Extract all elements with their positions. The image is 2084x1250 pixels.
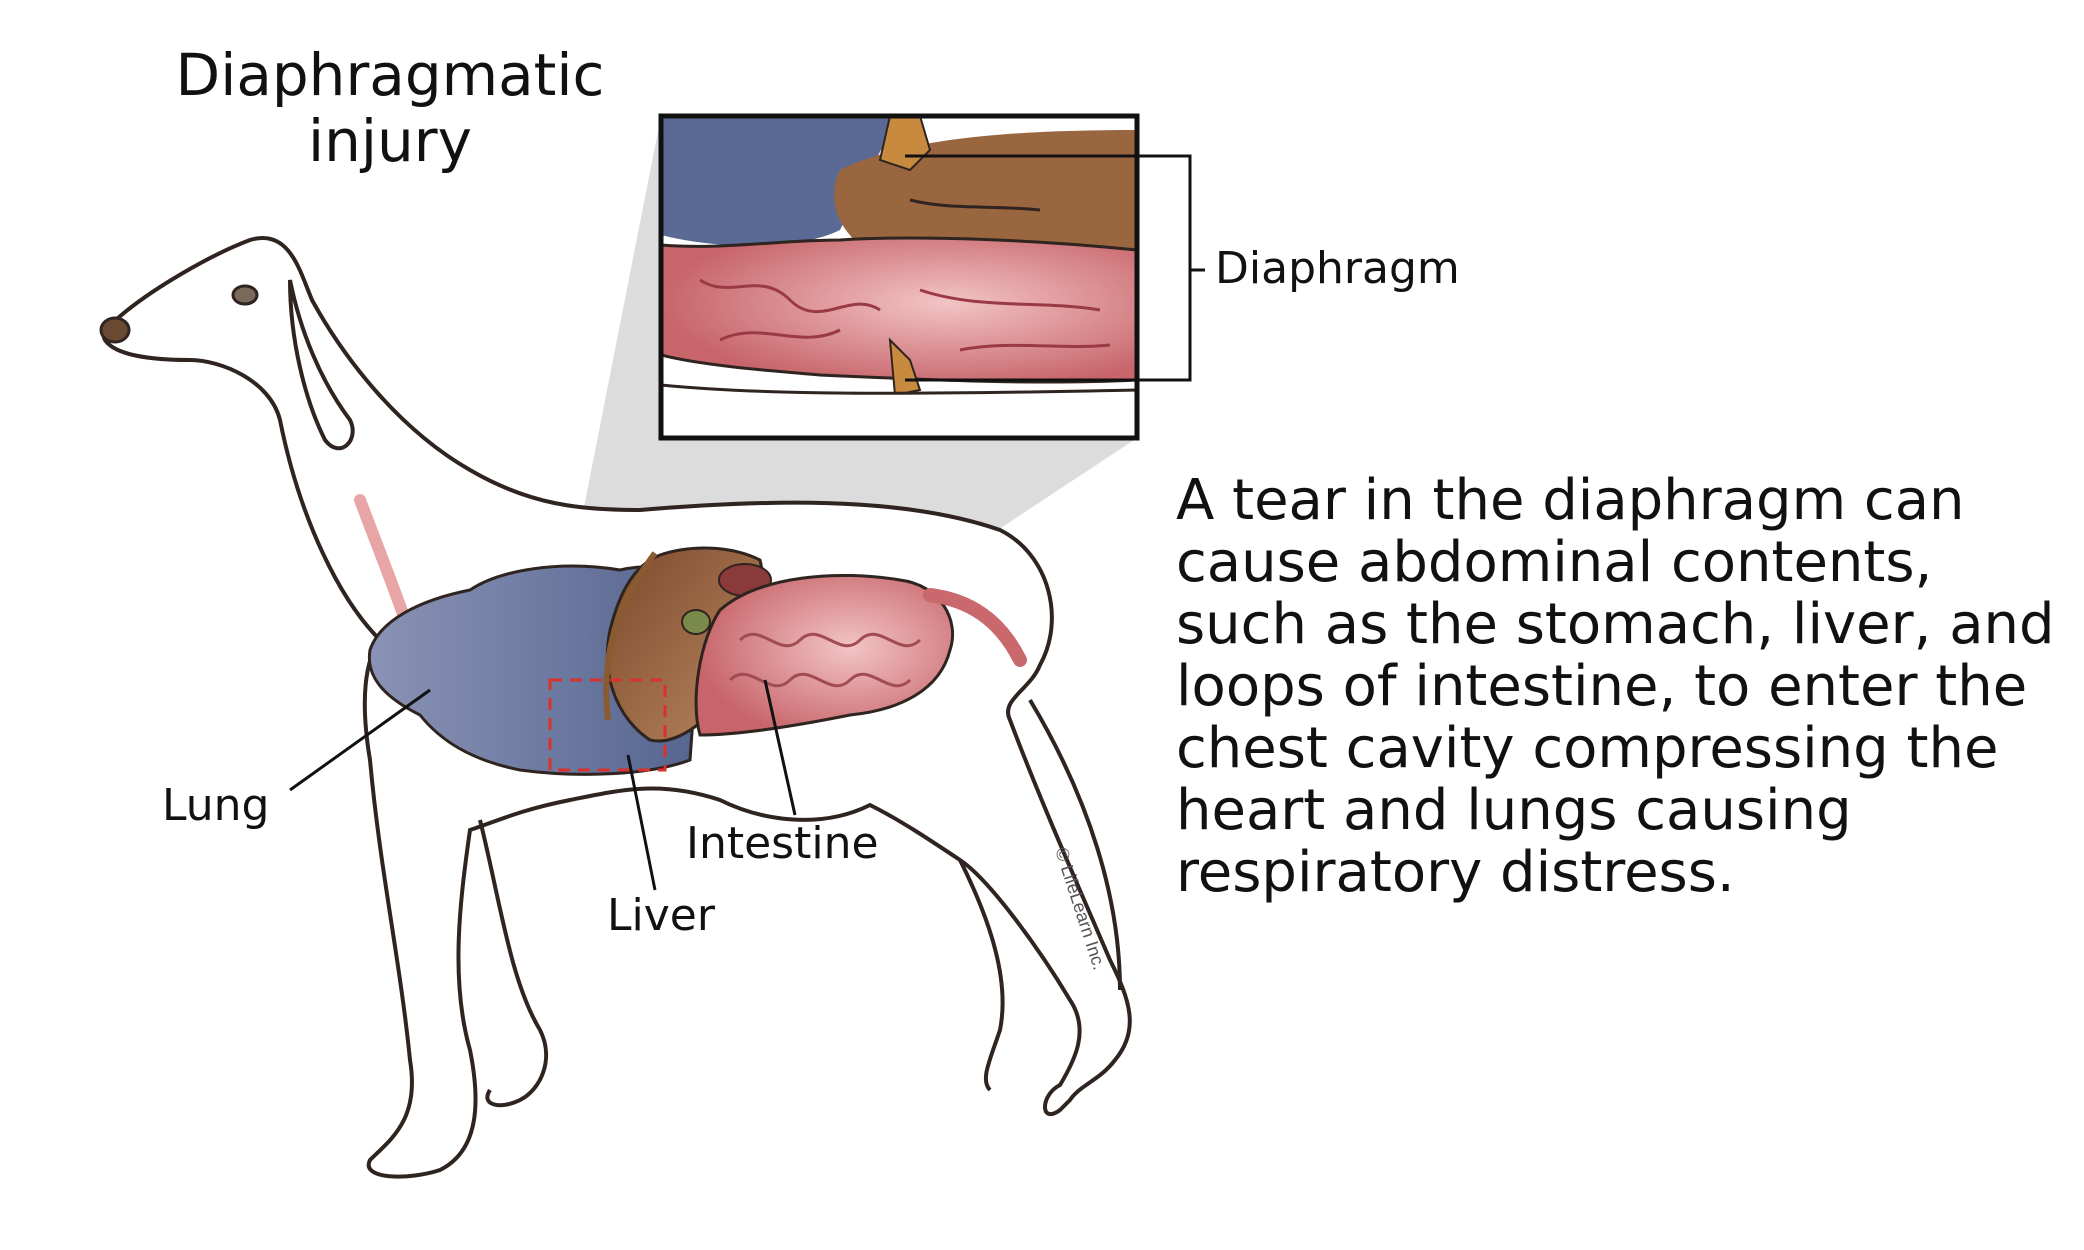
description-line: loops of intestine, to enter the [1176, 654, 2028, 719]
inset-liver-detail [909, 198, 1041, 212]
liver-label: Liver [607, 890, 715, 941]
dog-nose [99, 316, 131, 344]
diagram-title: Diaphragmatic injury [150, 42, 630, 174]
diaphragm-bracket [905, 154, 1205, 382]
liver-leader [626, 754, 657, 891]
zoomed-inset [661, 116, 1137, 438]
inset-intestine-folds [699, 278, 1111, 352]
gallbladder [681, 609, 711, 635]
dog-far-leg [478, 819, 549, 1108]
description-line: respiratory distress. [1176, 840, 1735, 905]
lung-label: Lung [162, 780, 270, 831]
inset-frame [658, 113, 1140, 441]
intestine-label: Intestine [686, 818, 879, 869]
title-line-2: injury [308, 107, 472, 175]
intestine-loops [728, 632, 922, 688]
description-line: such as the stomach, liver, and [1176, 592, 2055, 657]
description-line: heart and lungs causing [1176, 778, 1852, 843]
intestine-shape [694, 573, 955, 737]
dog-eye [231, 284, 259, 306]
tear-region-marker [548, 678, 667, 772]
intestine-leader [763, 679, 797, 816]
dog-ear [288, 279, 355, 451]
lung-leader [289, 688, 431, 792]
dog-tail [1028, 698, 1122, 991]
trachea [354, 494, 411, 626]
title-line-1: Diaphragmatic [175, 41, 605, 109]
diaphragm-line [603, 551, 658, 721]
description-line: cause abdominal contents, [1176, 530, 1933, 595]
dog-far-hind-leg [958, 859, 1005, 1092]
description-line: chest cavity compressing the [1176, 716, 1999, 781]
description-line: A tear in the diaphragm can [1176, 468, 1965, 533]
inset-lower-body [661, 383, 1137, 438]
description-text: A tear in the diaphragm can cause abdomi… [1176, 470, 2076, 904]
diaphragm-label: Diaphragm [1215, 243, 1460, 294]
rectum-shape [923, 588, 1027, 667]
